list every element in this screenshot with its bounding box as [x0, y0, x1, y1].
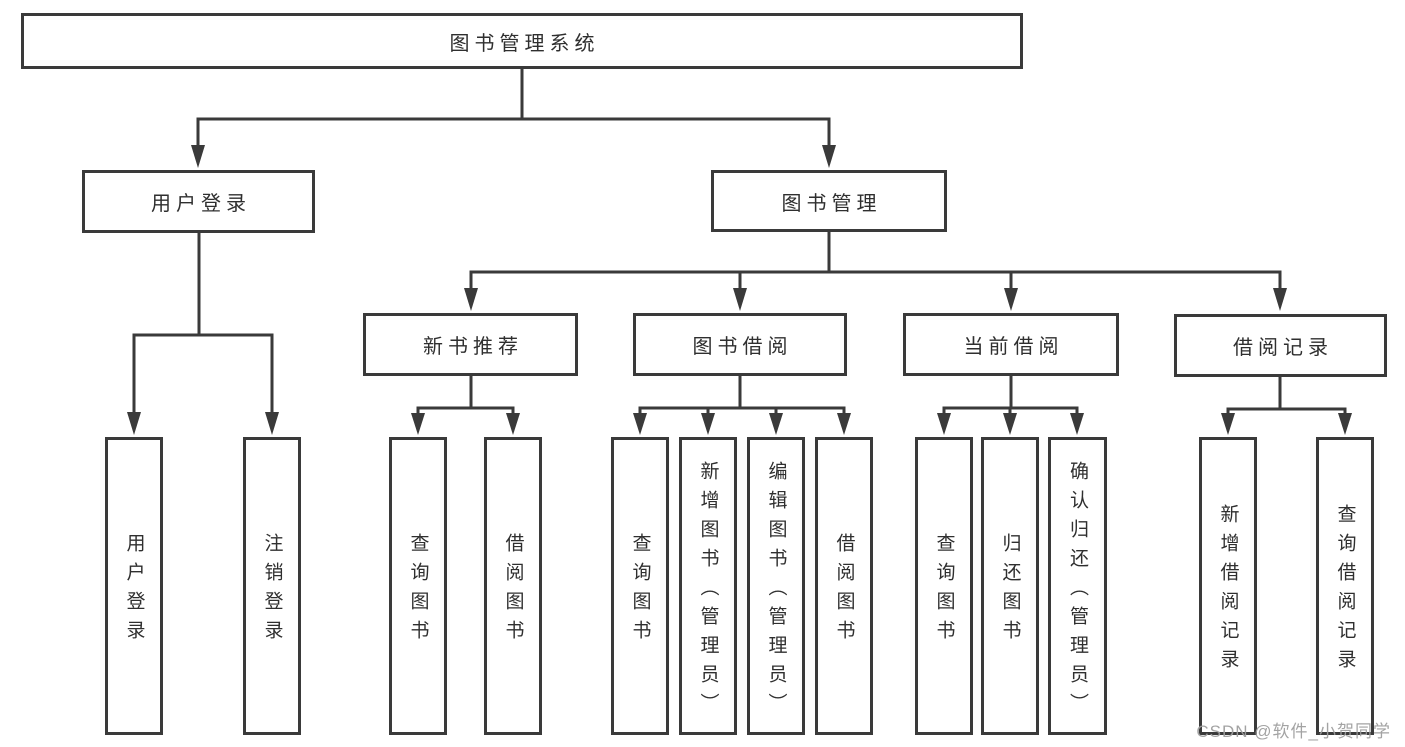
leaf-borrow-book-1: 借阅图书	[484, 437, 542, 735]
node-user-login: 用户登录	[82, 170, 315, 233]
csdn-watermark: CSDN @软件_小贺同学	[1196, 722, 1391, 741]
node-borrow-record-label: 借阅记录	[1233, 337, 1333, 359]
leaf-confirm-return-label: 确认归还（管理员）	[1067, 460, 1088, 722]
leaf-user-login-label: 用户登录	[123, 533, 145, 649]
leaf-query-book-2: 查询图书	[611, 437, 669, 735]
leaf-return-book-label: 归还图书	[999, 533, 1021, 649]
leaf-borrow-book-2-label: 借阅图书	[833, 533, 855, 649]
node-root: 图书管理系统	[21, 13, 1023, 69]
node-current-borrow-label: 当前借阅	[963, 336, 1064, 358]
leaf-query-book-3: 查询图书	[915, 437, 973, 735]
leaf-logout-label: 注销登录	[261, 533, 283, 649]
leaf-query-book-3-label: 查询图书	[933, 533, 955, 649]
leaf-query-record: 查询借阅记录	[1316, 437, 1374, 735]
leaf-query-book-1-label: 查询图书	[407, 533, 429, 649]
leaf-edit-book: 编辑图书（管理员）	[747, 437, 805, 735]
leaf-add-book-label: 新增图书（管理员）	[697, 460, 719, 722]
leaf-query-book-1: 查询图书	[389, 437, 447, 735]
leaf-query-book-2-label: 查询图书	[629, 533, 651, 649]
node-book-borrow-label: 图书借阅	[692, 336, 793, 358]
leaf-logout: 注销登录	[243, 437, 301, 735]
leaf-borrow-book-1-label: 借阅图书	[502, 533, 524, 649]
leaf-edit-book-label: 编辑图书（管理员）	[765, 460, 787, 722]
leaf-return-book: 归还图书	[981, 437, 1039, 735]
connector-book-mgmt-children	[464, 230, 1287, 311]
node-book-mgmt: 图书管理	[711, 170, 947, 232]
node-current-borrow: 当前借阅	[903, 313, 1119, 376]
connector-current-borrow-children	[937, 374, 1084, 435]
node-new-book-rec: 新书推荐	[363, 313, 578, 376]
node-book-mgmt-label: 图书管理	[781, 192, 882, 215]
connector-new-book-rec-children	[411, 374, 520, 435]
leaf-add-record-label: 新增借阅记录	[1217, 504, 1239, 678]
leaf-add-record: 新增借阅记录	[1199, 437, 1257, 735]
leaf-borrow-book-2: 借阅图书	[815, 437, 873, 735]
connector-root-to-level2	[191, 67, 836, 168]
node-user-login-label: 用户登录	[151, 193, 251, 215]
connector-user-login-children	[127, 231, 279, 435]
leaf-confirm-return: 确认归还（管理员）	[1048, 437, 1107, 735]
connector-book-borrow-children	[633, 374, 851, 435]
node-book-borrow: 图书借阅	[633, 313, 847, 376]
leaf-add-book: 新增图书（管理员）	[679, 437, 737, 735]
node-new-book-rec-label: 新书推荐	[423, 336, 523, 358]
leaf-user-login: 用户登录	[105, 437, 163, 735]
connector-borrow-record-children	[1221, 375, 1352, 435]
node-borrow-record: 借阅记录	[1174, 314, 1387, 377]
node-root-label: 图书管理系统	[449, 32, 600, 55]
leaf-query-record-label: 查询借阅记录	[1334, 504, 1356, 678]
